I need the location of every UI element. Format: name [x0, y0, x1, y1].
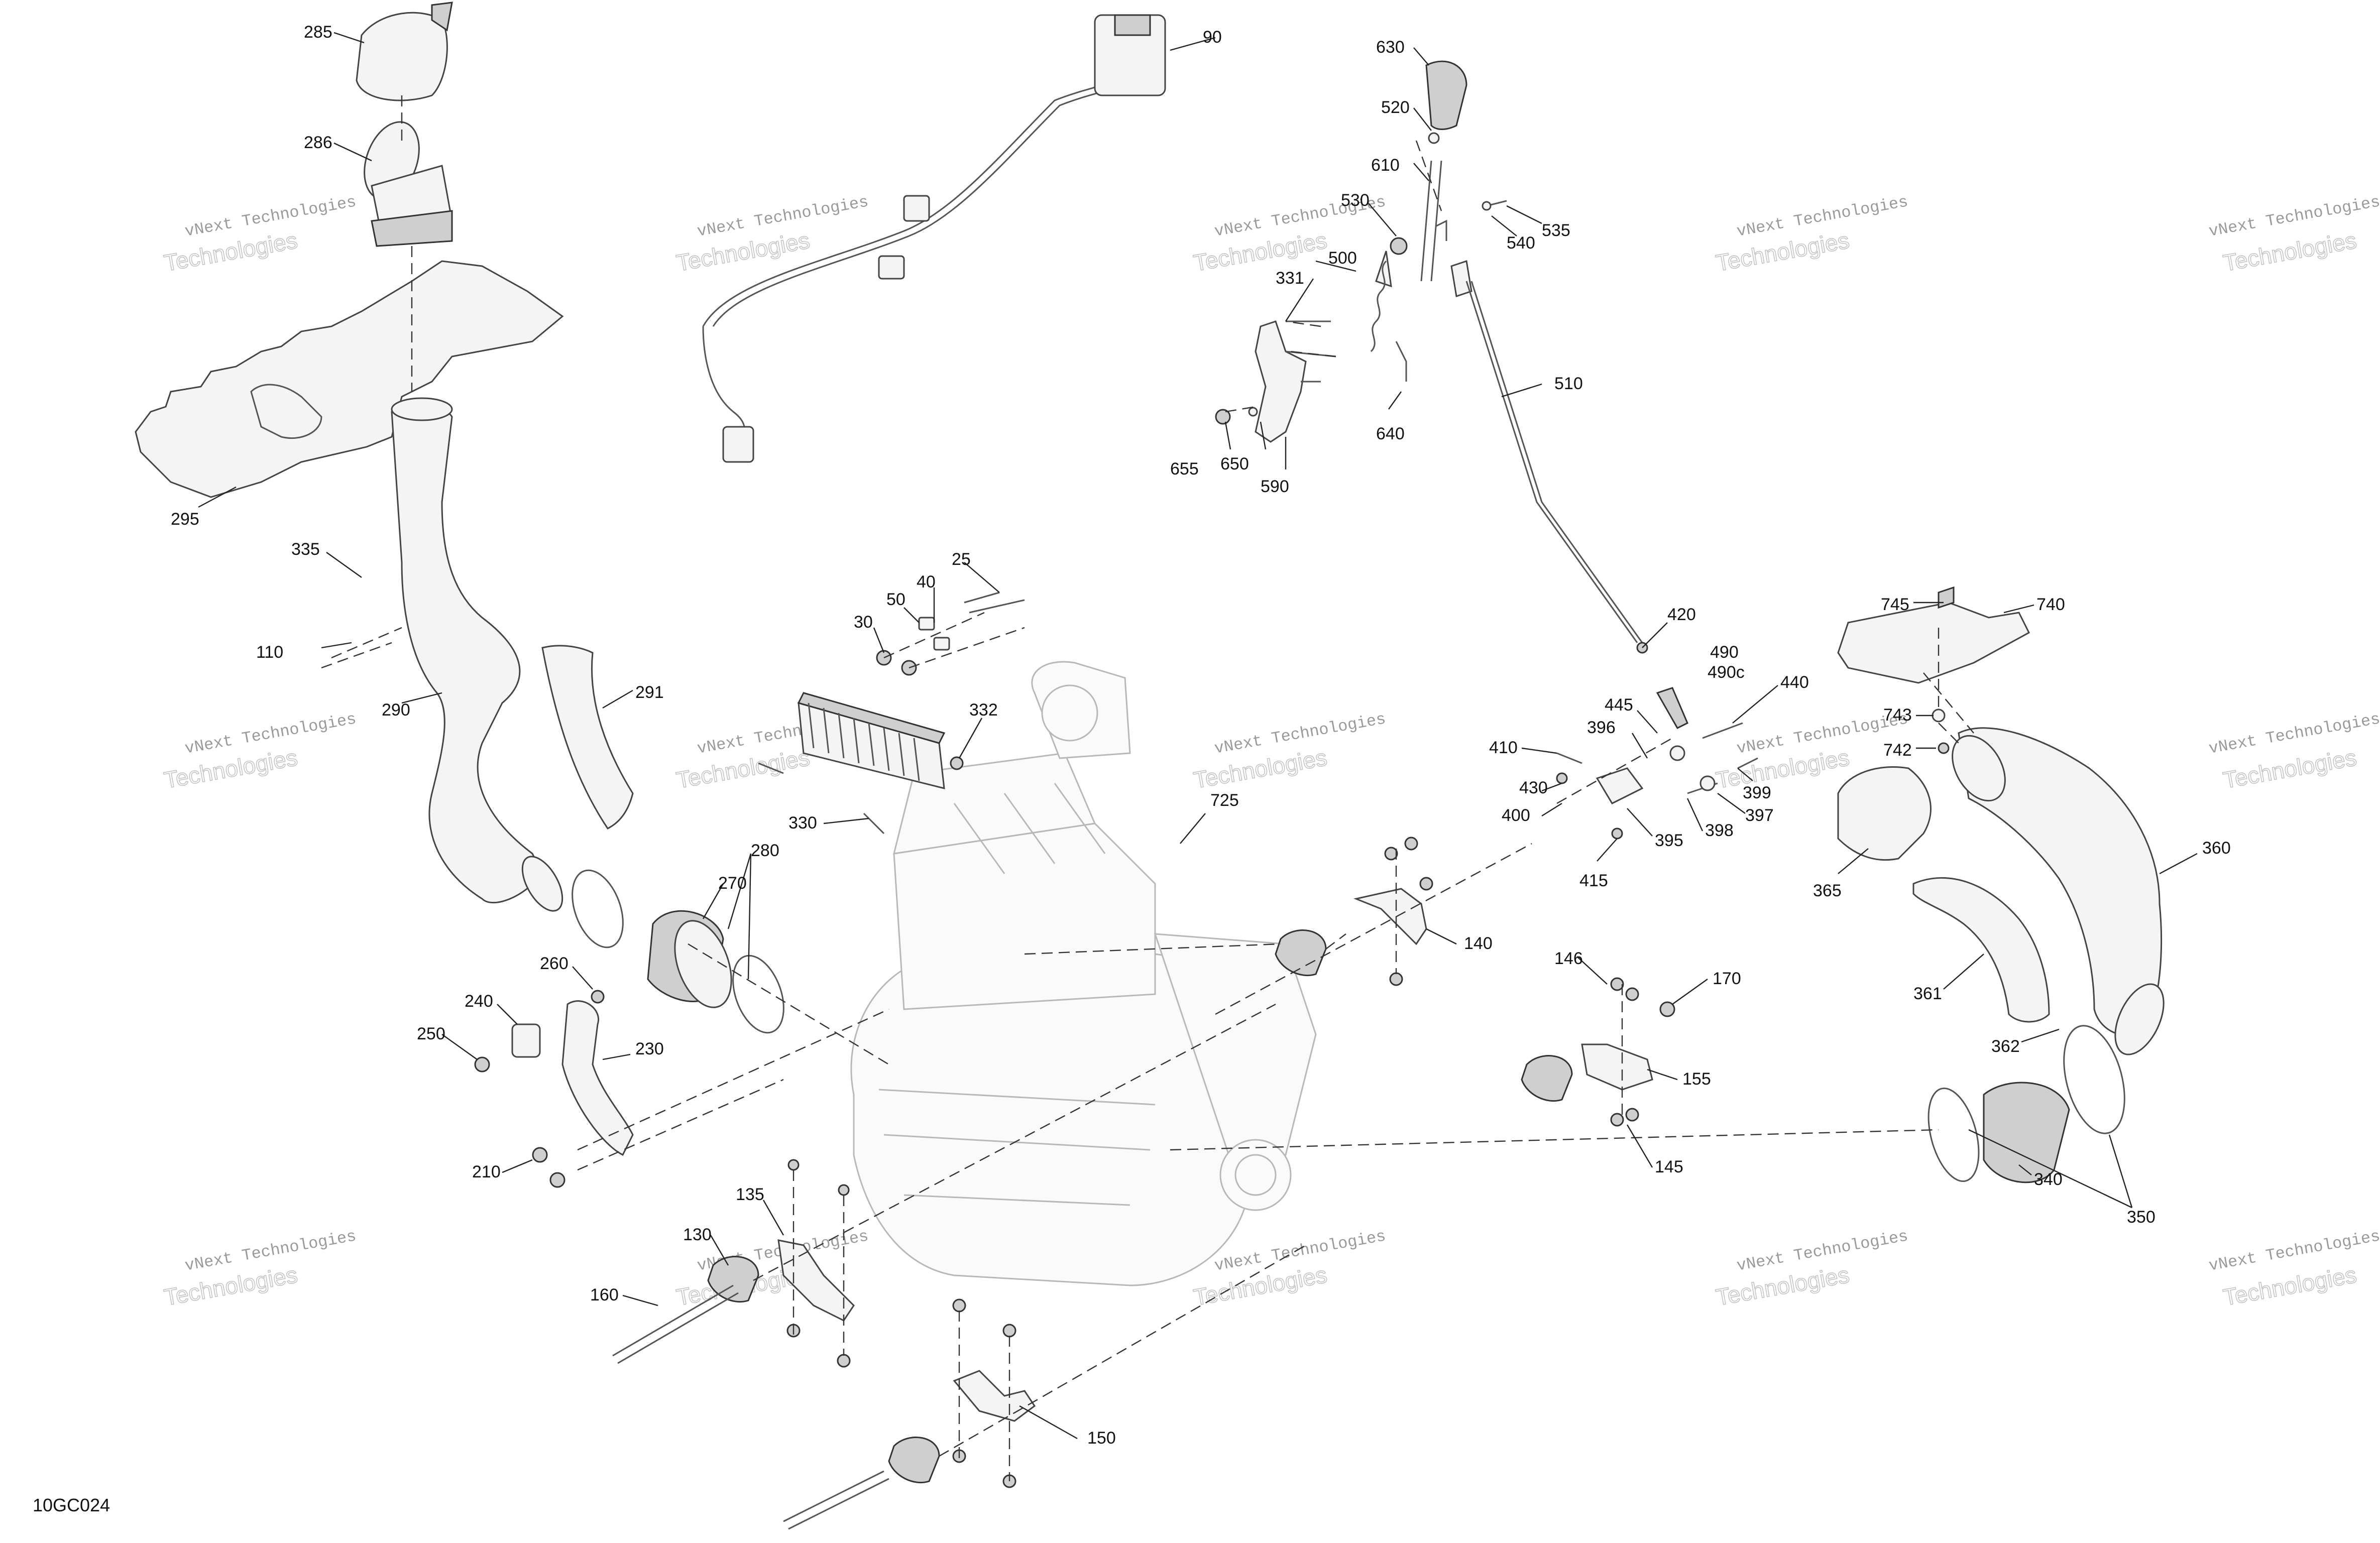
callout-285: 285 — [304, 23, 332, 42]
callout-250: 250 — [417, 1024, 445, 1043]
callout-410: 410 — [1489, 738, 1518, 757]
engine-assembly — [850, 661, 1317, 1286]
callout-397: 397 — [1745, 806, 1774, 825]
callout-350: 350 — [2127, 1208, 2156, 1227]
callout-510: 510 — [1554, 374, 1583, 393]
callout-140: 140 — [1464, 934, 1493, 953]
wiring-harness — [702, 14, 1166, 463]
callout-362: 362 — [1991, 1037, 2020, 1056]
callout-135: 135 — [736, 1185, 764, 1204]
callout-295: 295 — [171, 510, 199, 529]
callout-440: 440 — [1780, 673, 1809, 692]
callout-labels: 285 286 295 90 630 520 610 530 535 540 5… — [171, 23, 2231, 1448]
callout-170: 170 — [1713, 969, 1741, 988]
watermark-text: Technologies — [162, 1261, 299, 1311]
callout-743: 743 — [1883, 705, 1912, 725]
callout-420: 420 — [1667, 605, 1696, 624]
callout-650: 650 — [1220, 454, 1249, 473]
watermark-text: Technologies — [674, 227, 812, 276]
callout-655: 655 — [1170, 459, 1199, 479]
callout-520: 520 — [1381, 98, 1410, 117]
callout-490: 490 — [1710, 643, 1739, 662]
callout-540: 540 — [1507, 233, 1535, 253]
callout-745: 745 — [1881, 595, 1909, 614]
callout-331: 331 — [1276, 269, 1304, 288]
callout-50: 50 — [886, 590, 905, 609]
callout-30: 30 — [854, 613, 873, 632]
callout-399: 399 — [1743, 783, 1771, 802]
callout-530: 530 — [1341, 191, 1370, 210]
callout-335: 335 — [291, 540, 320, 559]
callout-280: 280 — [751, 841, 779, 860]
callout-725: 725 — [1210, 791, 1239, 810]
callout-40: 40 — [917, 572, 936, 591]
callout-146: 146 — [1554, 949, 1583, 968]
callout-230: 230 — [635, 1039, 664, 1058]
callout-330: 330 — [788, 813, 817, 833]
callout-270: 270 — [718, 874, 747, 893]
callout-430: 430 — [1519, 778, 1548, 797]
callout-210: 210 — [472, 1162, 501, 1181]
callout-286: 286 — [304, 133, 332, 152]
callout-260: 260 — [540, 954, 569, 973]
watermark-text: Technologies — [1714, 744, 1851, 793]
diagram-code: 10GC024 — [33, 1495, 110, 1515]
callout-150: 150 — [1087, 1429, 1116, 1448]
callout-155: 155 — [1682, 1070, 1711, 1089]
callout-610: 610 — [1371, 156, 1400, 175]
watermark-text: Technologies — [162, 744, 299, 793]
watermark-text: Technologies — [1192, 744, 1329, 793]
callout-740: 740 — [2036, 595, 2065, 614]
callout-400: 400 — [1502, 806, 1530, 825]
watermark-text: Technologies — [1192, 227, 1329, 276]
callout-340: 340 — [2034, 1170, 2063, 1189]
callout-365: 365 — [1813, 881, 1842, 900]
callout-490c: 490c — [1708, 663, 1745, 682]
callout-395: 395 — [1655, 831, 1683, 850]
callout-290: 290 — [382, 700, 410, 720]
callout-415: 415 — [1579, 871, 1608, 890]
callout-630: 630 — [1376, 38, 1405, 57]
callout-240: 240 — [465, 992, 493, 1011]
callout-590: 590 — [1261, 477, 1289, 496]
watermark-text: Technologies — [674, 744, 812, 793]
ecu-module — [758, 692, 964, 835]
callout-396: 396 — [1587, 718, 1616, 737]
callout-291: 291 — [635, 683, 664, 702]
callout-640: 640 — [1376, 424, 1405, 443]
engine-mounts — [612, 837, 1675, 1530]
callout-500: 500 — [1328, 249, 1357, 268]
watermark-text: Technologies — [1714, 227, 1851, 276]
assembly-axes — [321, 95, 1974, 1481]
callout-110: 110 — [256, 643, 283, 662]
callout-25: 25 — [952, 550, 971, 569]
callout-742: 742 — [1883, 741, 1912, 760]
callout-160: 160 — [590, 1285, 619, 1304]
callout-360: 360 — [2202, 839, 2231, 858]
callout-398: 398 — [1705, 821, 1734, 840]
callout-535: 535 — [1542, 221, 1570, 240]
callout-361: 361 — [1913, 984, 1942, 1003]
leader-lines — [198, 32, 2198, 1440]
callout-445: 445 — [1605, 695, 1633, 715]
cvt-outlet-assembly — [1837, 586, 2165, 1183]
callout-332: 332 — [969, 700, 998, 720]
watermark-text: Technologies — [1192, 1261, 1329, 1311]
shifter-assembly — [1215, 60, 1643, 643]
callout-90: 90 — [1203, 28, 1222, 47]
callout-130: 130 — [683, 1225, 712, 1244]
watermark-text: Technologies — [162, 227, 299, 276]
watermark-text: Technologies — [1714, 1261, 1851, 1311]
callout-145: 145 — [1655, 1157, 1683, 1176]
intake-assembly — [135, 2, 784, 1188]
